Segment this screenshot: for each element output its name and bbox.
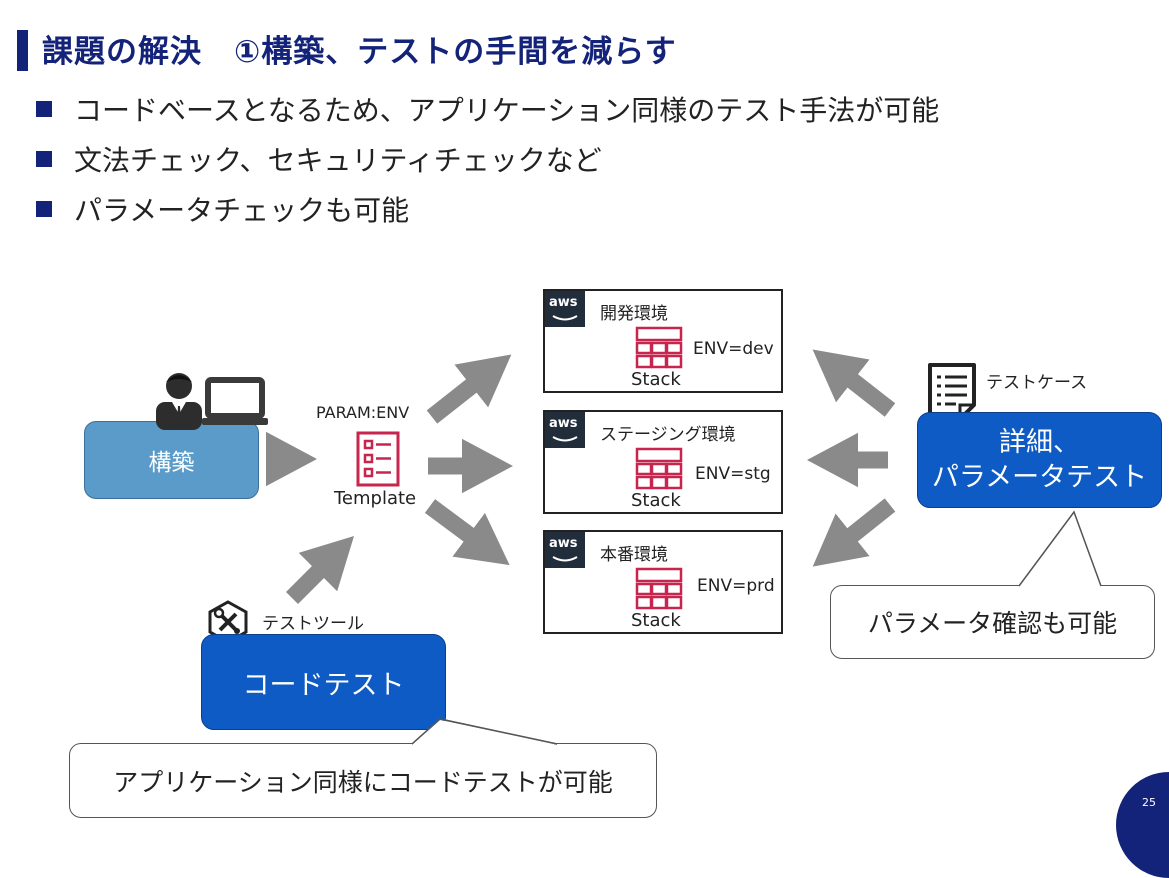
stack-icon <box>635 326 683 369</box>
env-box-dev: aws 開発環境 ENV=dev Stack <box>543 289 783 393</box>
document-icon <box>928 363 976 421</box>
stack-icon <box>635 567 683 610</box>
laptop-icon <box>202 377 268 425</box>
bullet-list: コードベースとなるため、アプリケーション同様のテスト手法が可能 文法チェック、セ… <box>36 84 939 234</box>
bullet-text: 文法チェック、セキュリティチェックなど <box>74 144 602 177</box>
bullet-item: パラメータチェックも可能 <box>36 184 939 234</box>
aws-logo-icon: aws <box>545 532 585 568</box>
env-name: ステージング環境 <box>600 425 736 445</box>
param-test-line2: パラメータテスト <box>931 462 1148 493</box>
bullet-text: コードベースとなるため、アプリケーション同様のテスト手法が可能 <box>74 94 940 127</box>
code-test-callout: アプリケーション同様にコードテストが可能 <box>69 743 657 818</box>
arrow-test-to-prd <box>812 498 896 567</box>
bullet-item: 文法チェック、セキュリティチェックなど <box>36 134 939 184</box>
stack-label: Stack <box>631 369 681 390</box>
template-icon <box>356 431 400 487</box>
bullet-square-icon <box>36 151 52 167</box>
test-case-label: テストケース <box>986 373 1088 393</box>
env-box-stg: aws ステージング環境 ENV=stg Stack <box>543 410 783 514</box>
param-test-box: 詳細、 パラメータテスト <box>917 412 1162 508</box>
template-param-label: PARAM:ENV <box>316 403 410 422</box>
person-laptop-illustration <box>156 373 268 430</box>
bullet-item: コードベースとなるため、アプリケーション同様のテスト手法が可能 <box>36 84 939 134</box>
code-test-box: コードテスト <box>201 634 446 730</box>
arrow-test-to-dev <box>812 349 896 417</box>
param-test-line1: 詳細、 <box>999 427 1080 458</box>
code-test-callout-text: アプリケーション同様にコードテストが可能 <box>113 767 613 797</box>
env-name: 開発環境 <box>600 304 668 324</box>
slide-title: 課題の解決 ①構築、テストの手間を減らす <box>42 34 677 70</box>
person-icon <box>156 373 202 430</box>
arrow-template-to-prd <box>424 499 510 566</box>
param-test-callout-text: パラメータ確認も可能 <box>867 609 1118 638</box>
arrow-template-to-dev <box>426 354 512 424</box>
arrow-codetest-to-template <box>285 535 355 605</box>
env-value: ENV=stg <box>695 464 771 484</box>
env-name: 本番環境 <box>600 545 668 565</box>
diagram-arrows <box>266 349 896 605</box>
build-box: 構築 <box>84 421 259 499</box>
stack-label: Stack <box>631 490 681 511</box>
bullet-square-icon <box>36 101 52 117</box>
page-number: 25 <box>1142 796 1156 809</box>
code-test-label: コードテスト <box>242 669 405 701</box>
stack-label: Stack <box>631 610 681 631</box>
build-label: 構築 <box>148 450 195 476</box>
title-accent-bar <box>17 30 28 71</box>
aws-logo-icon: aws <box>545 412 585 448</box>
env-box-prd: aws 本番環境 ENV=prd Stack <box>543 530 783 634</box>
bullet-square-icon <box>36 201 52 217</box>
env-value: ENV=prd <box>697 576 775 596</box>
aws-logo-icon: aws <box>545 291 585 327</box>
template-label: Template <box>334 488 417 509</box>
bullet-text: パラメータチェックも可能 <box>74 194 410 227</box>
stack-icon <box>635 447 683 490</box>
param-test-callout: パラメータ確認も可能 <box>830 585 1155 659</box>
env-value: ENV=dev <box>693 339 774 359</box>
test-tool-label: テストツール <box>262 614 364 634</box>
slide: 課題の解決 ①構築、テストの手間を減らす コードベースとなるため、アプリケーショ… <box>17 30 1169 878</box>
